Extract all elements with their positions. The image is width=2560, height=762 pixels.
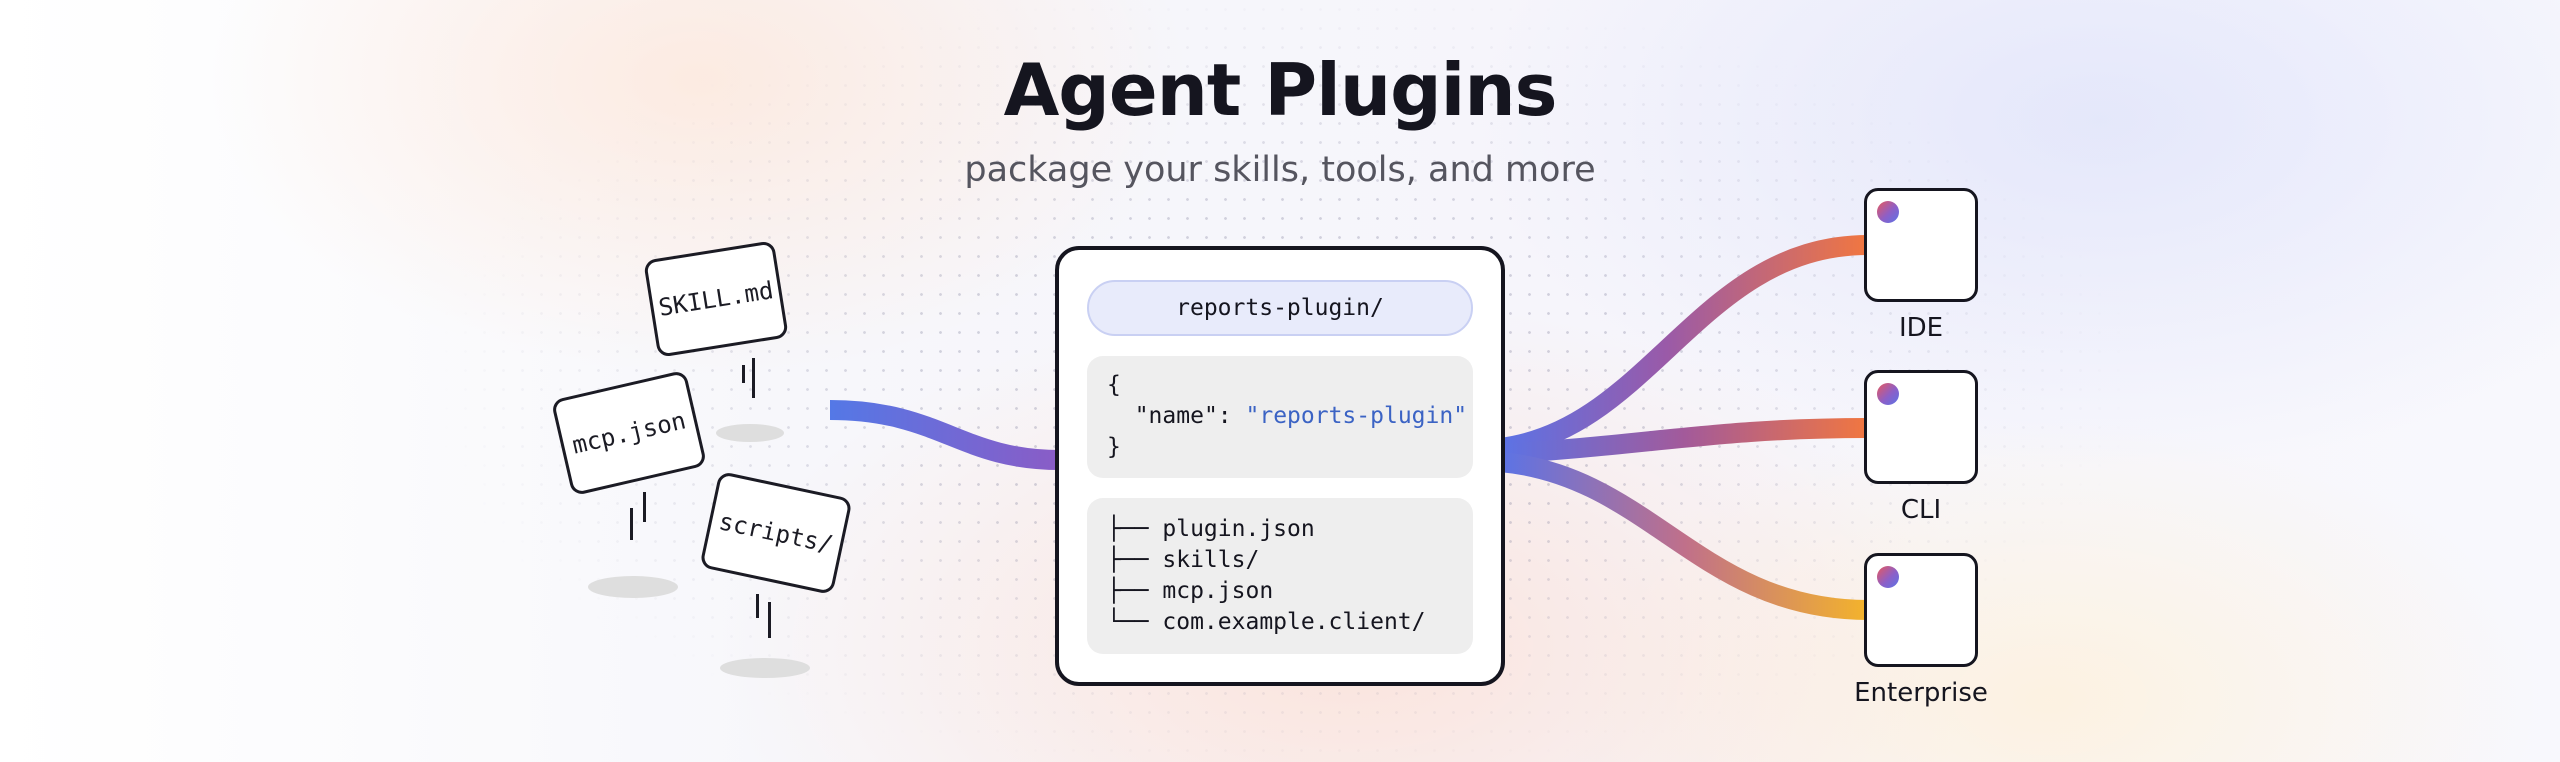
motion-tick [752, 358, 755, 398]
file-shadow [716, 424, 784, 442]
code-close-brace: } [1107, 434, 1121, 460]
target-label-cli: CLI [1900, 495, 1942, 525]
target-card-ide [1864, 188, 1978, 302]
target-card-cli [1864, 370, 1978, 484]
tree-item: ├── mcp.json [1107, 578, 1274, 604]
file-shadow [588, 576, 678, 598]
file-card-label: mcp.json [569, 406, 689, 460]
enterprise-connector [1499, 452, 1869, 620]
target-card-enterprise [1864, 553, 1978, 667]
motion-tick [630, 508, 633, 540]
motion-tick [768, 602, 771, 638]
file-shadow [720, 658, 810, 678]
file-card-label: scripts/ [716, 507, 836, 559]
input-connector [829, 400, 1061, 470]
plugin-manifest-code: { "name": "reports-plugin" } [1087, 356, 1473, 478]
code-open-brace: { [1107, 372, 1121, 398]
tree-item: └── com.example.client/ [1107, 609, 1426, 635]
app-dot-icon [1877, 566, 1899, 588]
code-key: "name" [1134, 403, 1218, 429]
file-card-label: SKILL.md [656, 276, 776, 322]
target-label-ide: IDE [1898, 313, 1944, 343]
page-subtitle: package your skills, tools, and more [964, 150, 1596, 190]
app-dot-icon [1877, 201, 1899, 223]
motion-tick [643, 492, 646, 522]
target-label-enterprise: Enterprise [1854, 678, 1988, 708]
motion-tick [756, 594, 759, 618]
file-card-skill-md: SKILL.md [643, 240, 789, 358]
plugin-name-pill: reports-plugin/ [1087, 280, 1473, 336]
app-dot-icon [1877, 383, 1899, 405]
tree-item: ├── skills/ [1107, 547, 1260, 573]
plugin-file-tree: ├── plugin.json ├── skills/ ├── mcp.json… [1087, 498, 1473, 654]
ide-connector [1498, 235, 1869, 458]
code-separator: : [1217, 403, 1246, 429]
page-title: Agent Plugins [1003, 48, 1558, 132]
tree-item: ├── plugin.json [1107, 516, 1315, 542]
motion-tick [742, 365, 745, 383]
code-value: "reports-plugin" [1245, 403, 1468, 429]
cli-connector [1499, 418, 1869, 464]
